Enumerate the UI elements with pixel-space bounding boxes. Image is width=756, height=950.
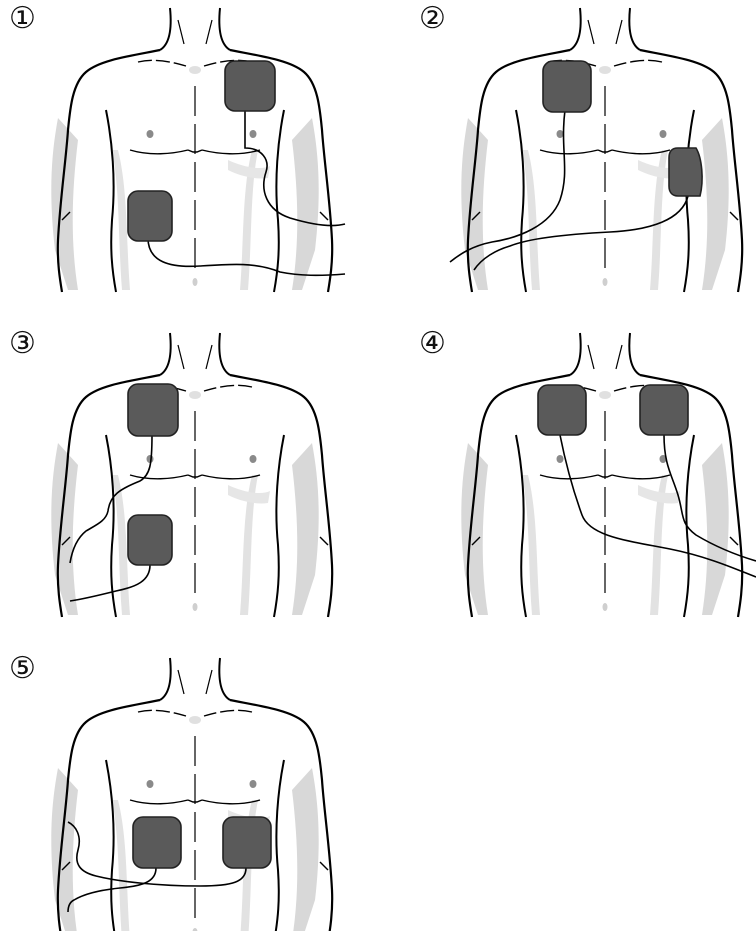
electrode-pad bbox=[128, 191, 172, 241]
torso-outline bbox=[0, 325, 360, 625]
electrode-pad bbox=[640, 385, 688, 435]
torso-outline bbox=[0, 0, 360, 300]
torso-outline bbox=[410, 0, 756, 300]
lead-wire bbox=[70, 565, 150, 601]
torso-outline bbox=[410, 325, 756, 625]
panel-4: ④ bbox=[410, 325, 756, 625]
electrode-pad bbox=[543, 61, 591, 112]
panel-3: ③ bbox=[0, 325, 360, 625]
electrode-pad bbox=[538, 385, 586, 435]
torso-outline bbox=[0, 650, 360, 931]
panel-1: ① bbox=[0, 0, 360, 300]
electrode-pad bbox=[133, 817, 181, 868]
panel-5: ⑤ bbox=[0, 650, 360, 950]
electrode-pad bbox=[223, 817, 271, 868]
electrode-pad bbox=[669, 148, 702, 196]
electrode-pad bbox=[128, 384, 178, 436]
electrode-pad bbox=[225, 61, 275, 111]
panel-2: ② bbox=[410, 0, 756, 300]
electrode-pad bbox=[128, 515, 172, 565]
